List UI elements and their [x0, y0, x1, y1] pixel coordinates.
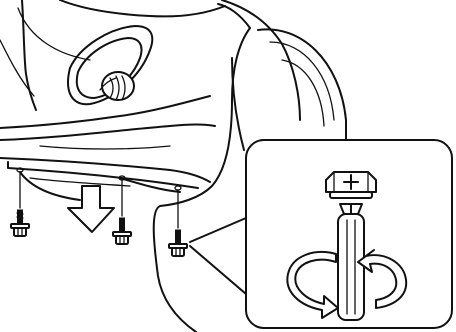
screw-head-detail: [326, 172, 376, 198]
fog-light-housing: [68, 26, 152, 104]
screw-icon: [11, 210, 29, 236]
screw-icon: [169, 230, 187, 256]
tire: [258, 29, 346, 140]
callout-leader: [190, 218, 246, 294]
screw-icon: [113, 218, 131, 244]
down-arrow-icon: [68, 186, 114, 232]
